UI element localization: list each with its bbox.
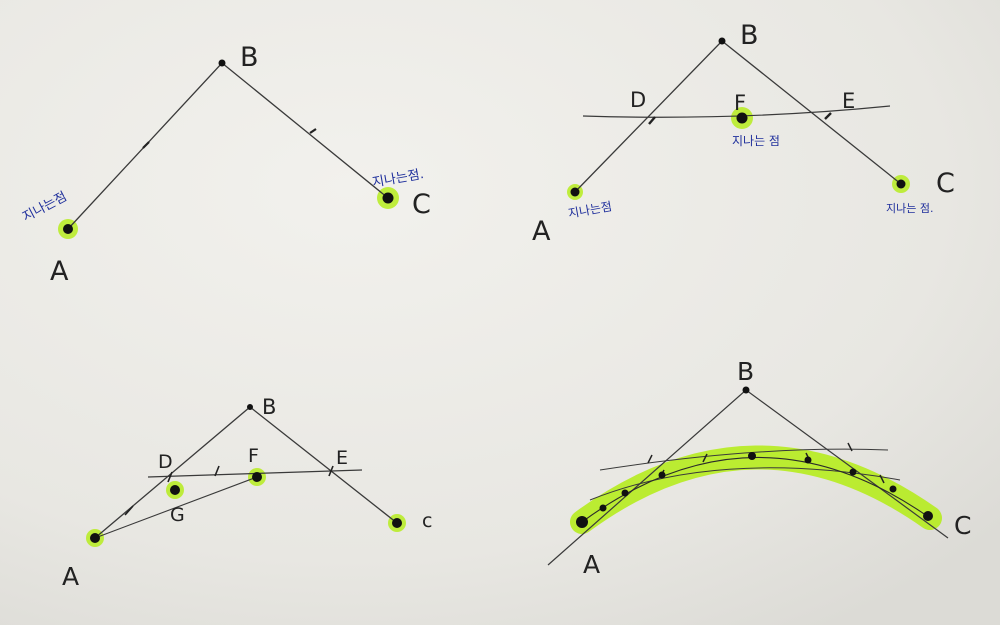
tick xyxy=(647,454,653,464)
point-a xyxy=(576,516,588,528)
label-d: D xyxy=(630,88,646,112)
label-a: A xyxy=(532,216,551,247)
point-c xyxy=(923,511,933,521)
label-a: A xyxy=(62,562,79,591)
point-a xyxy=(63,224,73,234)
point-f xyxy=(736,112,748,124)
curve-point xyxy=(804,456,812,464)
point-b xyxy=(218,59,226,67)
label-c: C xyxy=(936,168,955,199)
curve-point xyxy=(599,504,607,512)
label-d: D xyxy=(158,451,173,473)
curve-point xyxy=(621,489,629,497)
point-b xyxy=(718,37,726,45)
curve-point xyxy=(849,468,857,476)
midpoint-tick-ab xyxy=(142,141,150,149)
tick-ag-1 xyxy=(124,505,134,516)
label-c: c xyxy=(422,510,432,532)
curve-point xyxy=(889,485,897,493)
label-c: C xyxy=(412,189,431,220)
tick xyxy=(879,474,885,484)
label-g: G xyxy=(170,504,185,526)
panel-4: A B C xyxy=(547,357,971,579)
tick-d xyxy=(167,471,173,483)
point-f xyxy=(252,472,262,482)
point-b xyxy=(247,404,253,410)
label-b: B xyxy=(262,395,276,419)
point-g xyxy=(170,485,180,495)
label-f: F xyxy=(248,445,259,467)
label-e: E xyxy=(842,89,855,113)
panel-3: A B c D E F G xyxy=(62,395,432,591)
label-e: E xyxy=(336,447,348,469)
midpoint-tick-bc xyxy=(309,128,317,134)
tick-e xyxy=(328,465,334,477)
curve-point xyxy=(748,452,756,460)
point-a xyxy=(570,187,580,197)
label-c: C xyxy=(954,511,971,540)
label-a: A xyxy=(50,256,69,287)
tick xyxy=(702,453,708,463)
point-c xyxy=(382,192,394,204)
label-f: F xyxy=(734,91,746,115)
point-d-tick xyxy=(648,116,656,125)
point-c xyxy=(896,179,906,189)
point-b xyxy=(742,386,750,394)
tick-gf xyxy=(214,465,220,477)
tick xyxy=(847,442,853,452)
point-e-tick xyxy=(824,112,832,120)
label-b: B xyxy=(737,357,754,386)
curve-points xyxy=(576,386,933,528)
line-dg xyxy=(94,476,258,539)
note-passing-point-c: 지나는 점. xyxy=(886,202,933,215)
label-a: A xyxy=(583,550,600,579)
point-c xyxy=(392,518,402,528)
label-b: B xyxy=(240,42,259,73)
point-a xyxy=(90,533,100,543)
curve-point xyxy=(658,471,666,479)
label-b: B xyxy=(740,20,759,51)
panel-2: A B C D E F 지나는점 지나는 점 지나는 점. xyxy=(532,20,955,247)
note-passing-point-f: 지나는 점 xyxy=(732,134,780,148)
